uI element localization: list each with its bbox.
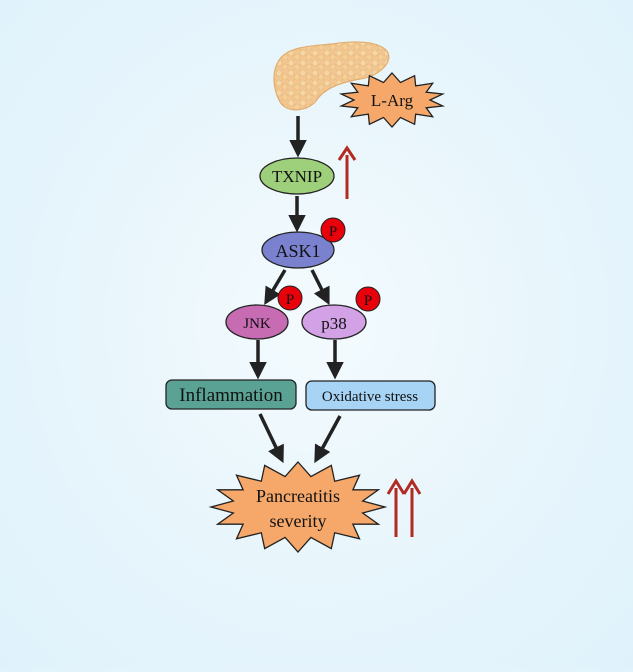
p38-label: p38 (321, 314, 347, 333)
l-arg-starburst: L-Arg (338, 72, 446, 128)
up-arrow-icon (337, 145, 357, 199)
phospho-badge-ask1: P (320, 217, 346, 243)
pancreas-icon (273, 41, 390, 111)
phospho-badge-p38: P (355, 286, 381, 312)
phospho-badge-jnk: P (277, 285, 303, 311)
ask1-node: ASK1 (261, 231, 335, 269)
inflammation-box: Inflammation (165, 379, 297, 410)
pancreatitis-severity-starburst: Pancreatitis severity (208, 461, 388, 553)
svg-text:P: P (329, 224, 337, 240)
jnk-node: JNK (225, 304, 289, 340)
pancreatitis-label: Pancreatitis (256, 486, 340, 506)
svg-text:P: P (286, 292, 294, 308)
double-up-arrow-icon (386, 478, 422, 537)
l-arg-label: L-Arg (371, 91, 414, 110)
ask1-label: ASK1 (275, 241, 320, 261)
p38-node: p38 (301, 304, 367, 340)
txnip-label: TXNIP (272, 167, 322, 186)
arrow-ask1-jnk (264, 269, 287, 306)
oxidative-stress-box: Oxidative stress (305, 380, 436, 411)
arrow-ask1-p38 (310, 269, 330, 306)
txnip-node: TXNIP (259, 157, 335, 195)
inflammation-label: Inflammation (179, 385, 283, 406)
arrow-oxidative-severity (314, 415, 342, 464)
oxidative-stress-label: Oxidative stress (322, 389, 418, 405)
severity-label: severity (270, 511, 327, 531)
jnk-label: JNK (243, 316, 271, 332)
svg-text:P: P (364, 293, 372, 309)
arrow-inflammation-severity (258, 413, 284, 464)
